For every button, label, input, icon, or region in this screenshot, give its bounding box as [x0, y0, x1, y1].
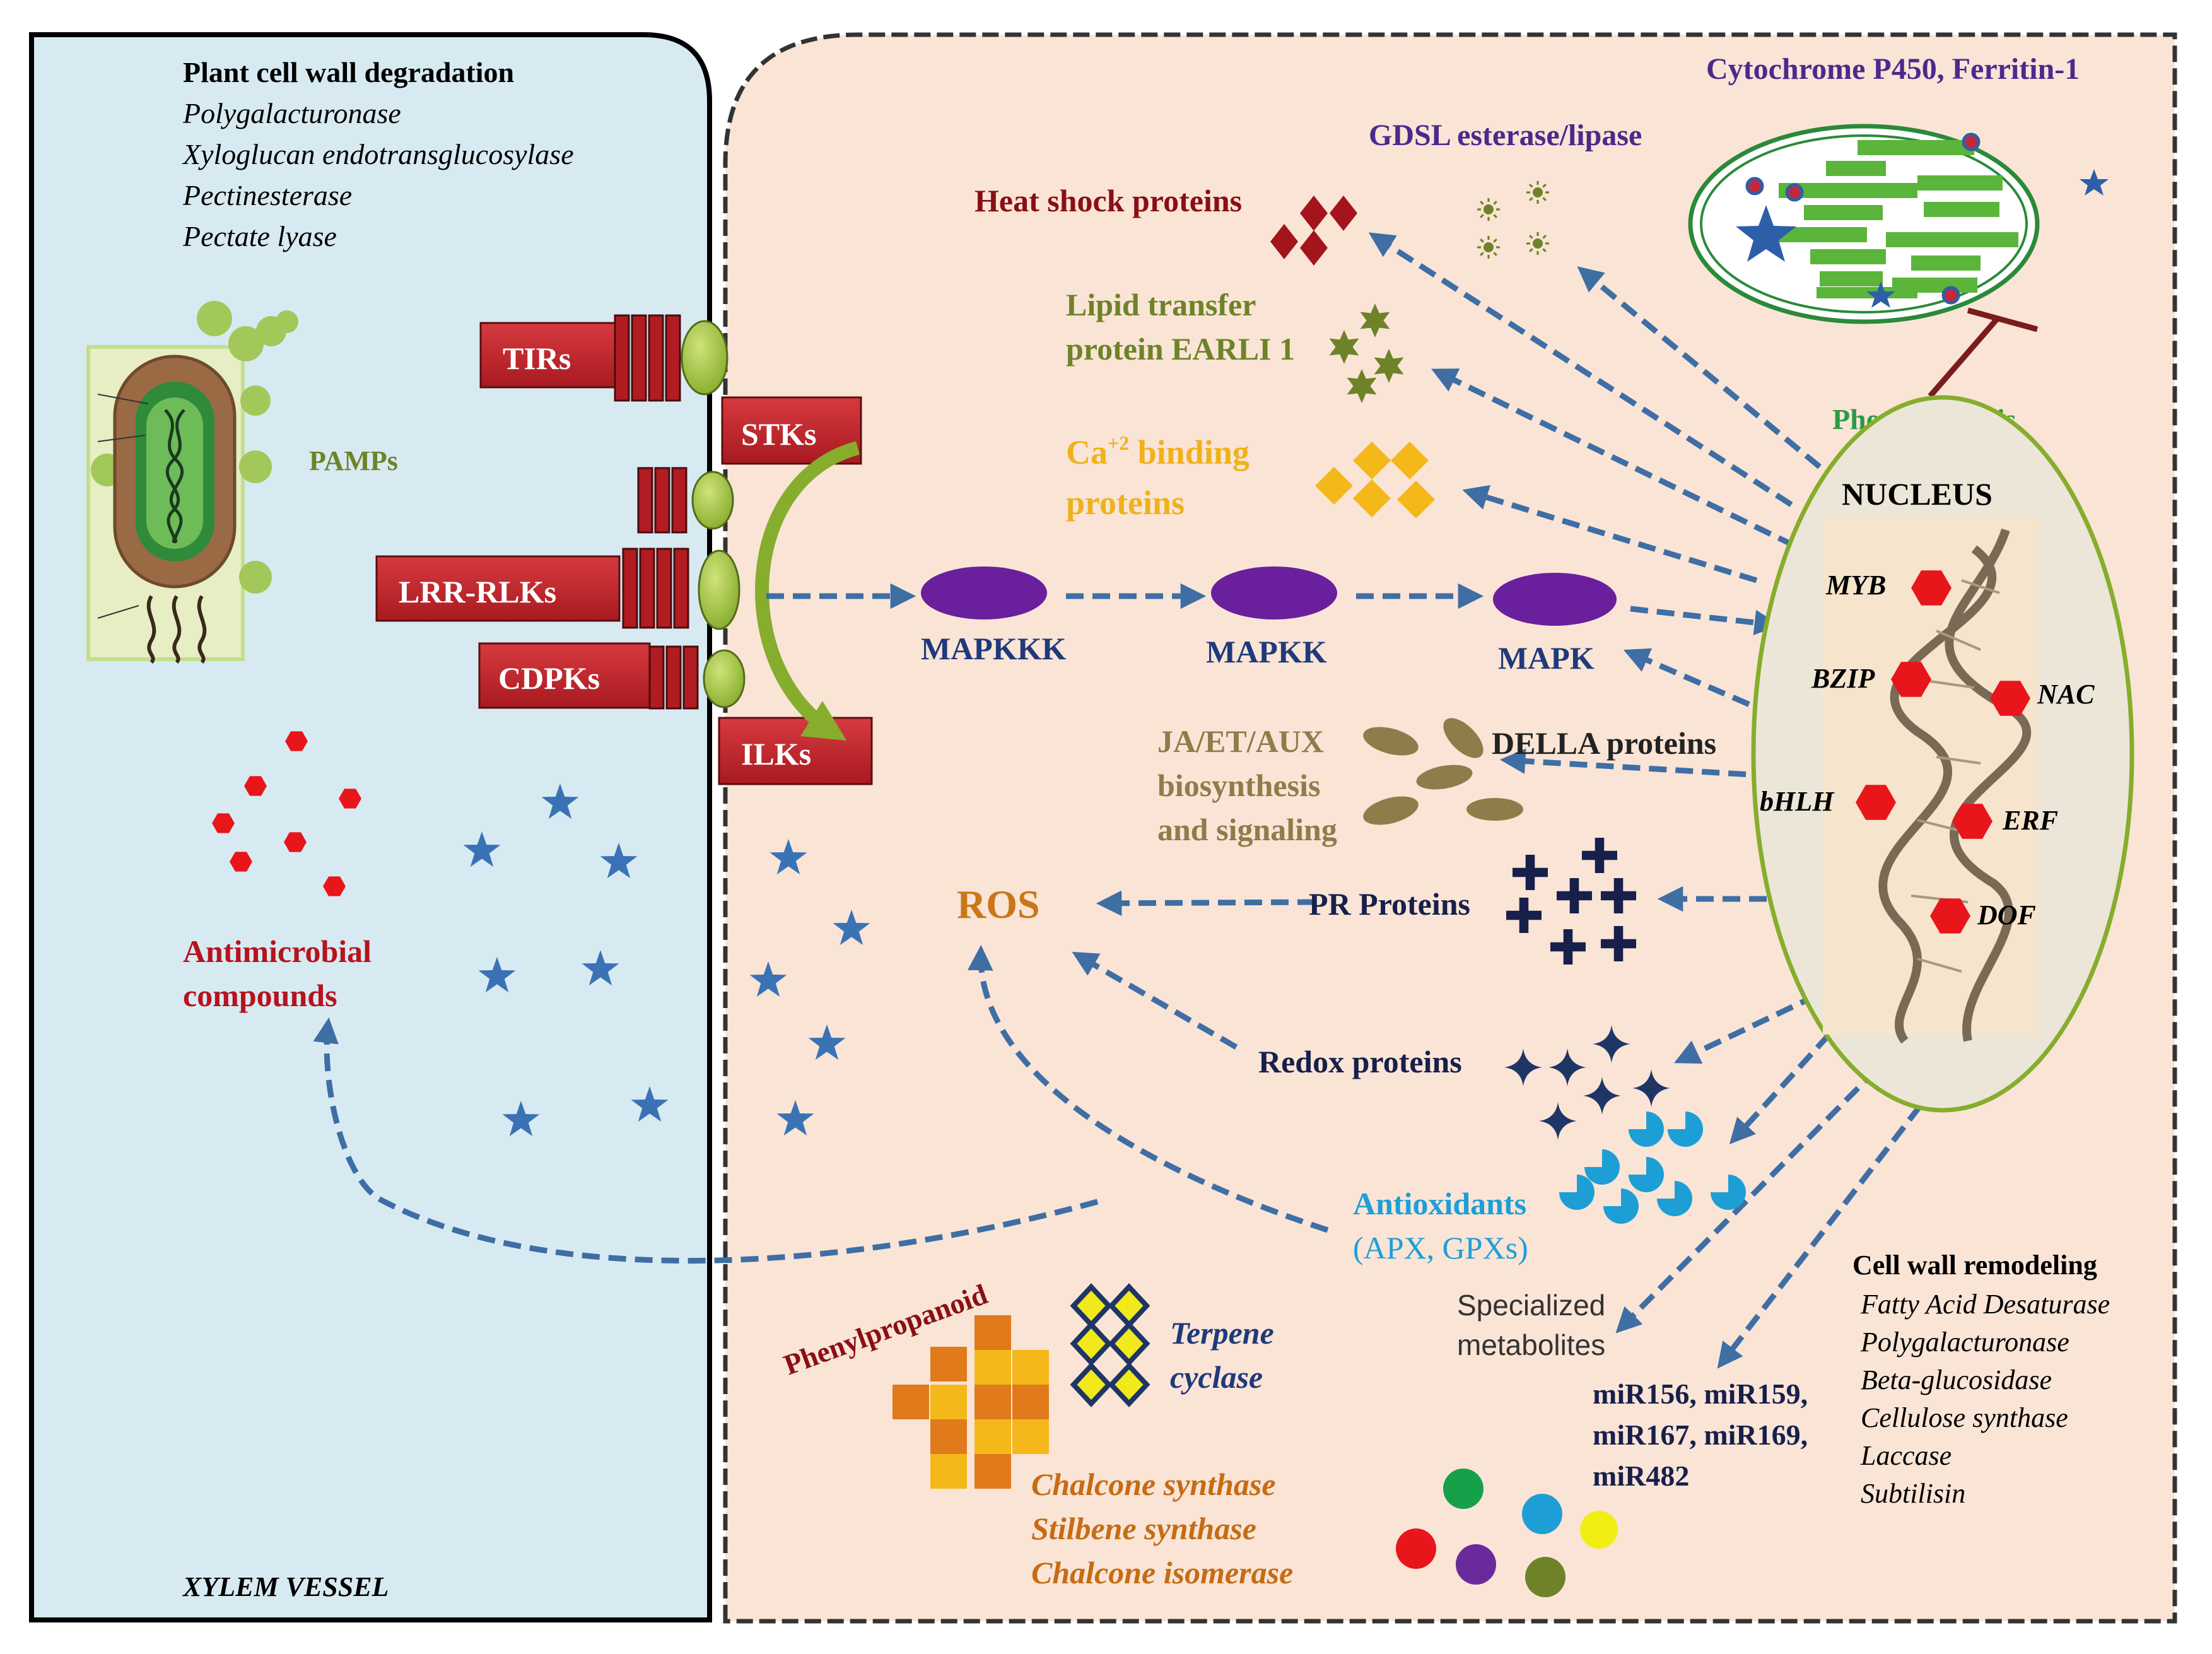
antioxidants-label: Antioxidants — [1353, 1186, 1526, 1221]
enzyme-label: Stilbene synthase — [1031, 1511, 1256, 1546]
mapkk-ellipse — [1211, 566, 1337, 619]
tf-label: NAC — [2037, 679, 2095, 710]
mirna-dot-icons — [1396, 1469, 1618, 1597]
signal-arrows — [313, 232, 1939, 1369]
phenylpropanoid-blocks — [892, 1315, 1049, 1489]
enzyme-label: Chalcone isomerase — [1031, 1555, 1293, 1590]
gdsl-label: GDSL esterase/lipase — [1369, 119, 1642, 152]
antioxidants-label: (APX, GPXs) — [1353, 1230, 1528, 1265]
tf-label: BZIP — [1811, 663, 1875, 694]
mapkkk-ellipse — [921, 566, 1047, 619]
cwd-title: Plant cell wall degradation — [183, 56, 514, 88]
antimicrobial-label: compounds — [183, 978, 337, 1013]
gdsl-lipase-icon — [1525, 231, 1550, 256]
mapkkk-label: MAPKKK — [921, 631, 1067, 666]
cwr-item: Fatty Acid Desaturase — [1860, 1289, 2110, 1320]
mirna-label: miR167, miR169, — [1593, 1419, 1808, 1451]
cwr-item: Polygalacturonase — [1860, 1327, 2069, 1358]
redox-proteins-label: Redox proteins — [1258, 1044, 1462, 1079]
mapkk-label: MAPKK — [1206, 634, 1327, 669]
ja-et-aux-label: and signaling — [1157, 812, 1337, 847]
chloroplast-icon — [1688, 124, 2109, 324]
cwr-item: Beta-glucosidase — [1861, 1364, 2052, 1395]
ja-et-aux-label: JA/ET/AUX — [1157, 724, 1324, 759]
terpene-diamond-icons — [1070, 1283, 1150, 1407]
lipid-transfer-label: protein EARLI 1 — [1066, 331, 1295, 367]
tf-label: bHLH — [1760, 786, 1835, 817]
stks-label: STKs — [741, 416, 817, 452]
terpene-cyclase-label: cyclase — [1170, 1359, 1263, 1395]
terpene-cyclase-label: Terpene — [1170, 1315, 1274, 1351]
ja-et-aux-label: biosynthesis — [1157, 768, 1320, 803]
cwr-item: Laccase — [1860, 1440, 1952, 1471]
xylem-vessel-label: XYLEM VESSEL — [182, 1571, 389, 1602]
pamps-label: PAMPs — [309, 445, 398, 476]
tirs-label: TIRs — [503, 341, 571, 376]
gdsl-lipase-icon — [1525, 180, 1550, 205]
enzyme-label: Chalcone synthase — [1031, 1467, 1276, 1502]
cwd-item: Pectinesterase — [182, 179, 352, 211]
tf-label: DOF — [1977, 900, 2036, 930]
cwd-item: Polygalacturonase — [182, 97, 401, 129]
cwr-item: Cellulose synthase — [1861, 1402, 2068, 1433]
mapk-label: MAPK — [1498, 640, 1595, 676]
tf-label: MYB — [1825, 570, 1886, 601]
cytochrome-label: Cytochrome P450, Ferritin-1 — [1706, 52, 2080, 86]
dna-helix-icon — [1878, 528, 2032, 1044]
antimicrobial-label: Antimicrobial — [183, 934, 372, 969]
lipid-transfer-label: Lipid transfer — [1066, 287, 1256, 322]
calcium-binding-label: proteins — [1066, 484, 1185, 522]
membrane-receptors — [375, 314, 873, 785]
heat-shock-diamond-icons — [1270, 196, 1357, 266]
cell-wall-remodeling-title: Cell wall remodeling — [1852, 1250, 2097, 1281]
mirna-label: miR482 — [1593, 1460, 1689, 1492]
mapk-ellipse — [1493, 573, 1617, 626]
gdsl-lipase-icon — [1476, 235, 1501, 260]
ros-label: ROS — [957, 882, 1040, 927]
gdsl-lipase-icon — [1476, 197, 1501, 222]
calcium-binding-label: Ca+2 binding — [1066, 431, 1249, 471]
mirna-label: miR156, miR159, — [1593, 1378, 1808, 1410]
della-label: DELLA proteins — [1492, 725, 1716, 761]
lrr-rlks-label: LRR-RLKs — [399, 574, 556, 609]
calcium-binding-diamond-icons — [1315, 442, 1435, 519]
photosynthesis-inhibition-line — [1928, 307, 2039, 398]
tf-label: ERF — [2002, 805, 2058, 836]
cwr-item: Subtilisin — [1861, 1478, 1965, 1509]
hormone-seed-icons — [1363, 718, 1523, 825]
plant-cell-region — [723, 32, 2177, 1624]
bacterium-icon — [86, 301, 298, 664]
cwd-item: Pectate lyase — [182, 220, 337, 252]
ilks-label: ILKs — [741, 736, 811, 771]
antioxidant-icons — [1559, 1111, 1746, 1224]
cwd-item: Xyloglucan endotransglucosylase — [182, 138, 574, 170]
specialized-metabolites-label: Specialized — [1457, 1289, 1605, 1322]
nucleus-label: NUCLEUS — [1842, 476, 1993, 512]
xylem-vessel-region — [29, 32, 712, 1622]
cdpks-label: CDPKs — [498, 660, 600, 696]
specialized-metabolites-label: metabolites — [1457, 1328, 1605, 1361]
pr-proteins-label: PR Proteins — [1309, 886, 1470, 922]
heat-shock-label: Heat shock proteins — [974, 183, 1242, 218]
